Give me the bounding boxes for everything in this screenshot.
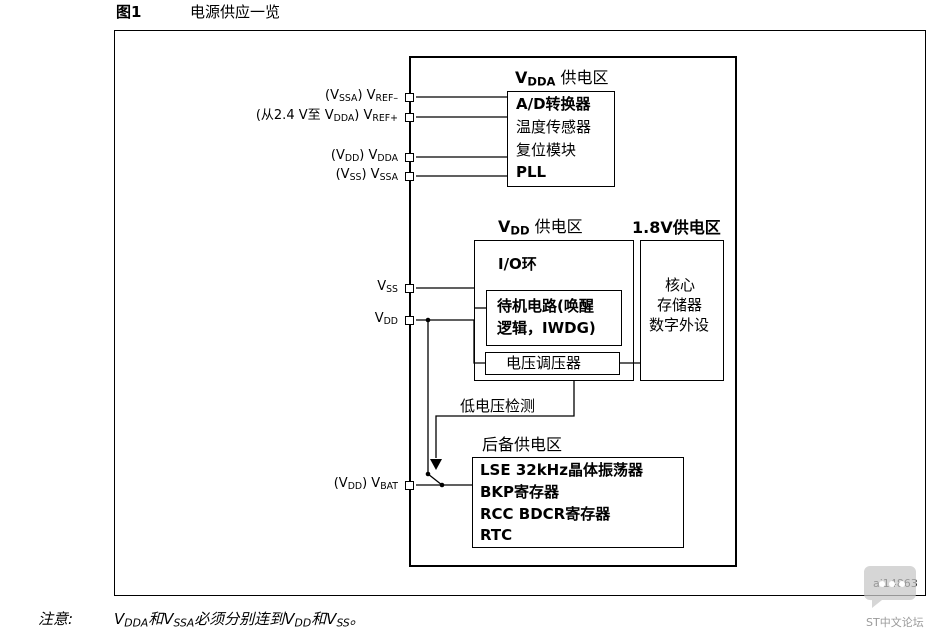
figure-label: 图1	[116, 3, 142, 21]
vdd-domain-box	[474, 240, 634, 381]
forum-logo-icon	[864, 566, 916, 608]
note-text: VDDA和VSSA必须分别连到VDD和VSS。	[114, 610, 365, 630]
v18-core: 核心	[665, 276, 696, 294]
vdda-item-pll: PLL	[516, 163, 547, 181]
backup-item-rtc: RTC	[480, 526, 513, 544]
v18-domain-box	[640, 240, 724, 381]
chip-outline	[409, 56, 737, 567]
watermark-text: ST中文论坛	[866, 616, 924, 629]
switch-contact-a	[425, 471, 431, 477]
label-vref-plus: (从2.4 V至 VDDA) VREF+	[255, 108, 398, 125]
v18-domain-title: 1.8V供电区	[632, 218, 721, 237]
backup-item-lse: LSE 32kHz晶体振荡器	[480, 461, 643, 479]
label-vbat: (VDD) VBAT	[333, 476, 398, 493]
pin-vbat	[405, 481, 414, 490]
switch-contact-b	[439, 482, 445, 488]
switch-lever	[427, 473, 443, 486]
vdda-item-temp: 温度传感器	[516, 118, 592, 136]
v18-memory: 存储器	[657, 296, 703, 314]
v18-peripherals: 数字外设	[649, 316, 710, 334]
regulator-label: 电压调压器	[506, 354, 582, 372]
standby-box	[486, 290, 622, 346]
vdda-item-reset: 复位模块	[516, 141, 577, 159]
vdda-item-adc: A/D转换器	[516, 95, 591, 113]
figure-title: 电源供应一览	[190, 3, 281, 21]
standby-line1: 待机电路(唤醒	[497, 297, 594, 315]
note-label: 注意:	[38, 610, 74, 628]
pin-vss	[405, 284, 414, 293]
pin-vref-plus	[405, 113, 414, 122]
label-vdda: (VDD) VDDA	[330, 148, 398, 165]
vdda-domain-title: VDDA 供电区	[515, 68, 609, 89]
pin-vref-minus	[405, 93, 414, 102]
backup-item-bkp: BKP寄存器	[480, 483, 560, 501]
regulator-box	[485, 352, 620, 375]
io-ring-label: I/O环	[498, 255, 537, 273]
junction-dot	[425, 317, 431, 323]
pin-vdd	[405, 316, 414, 325]
pin-vdda	[405, 153, 414, 162]
pvd-arrow	[430, 459, 442, 470]
figure-frame	[114, 30, 926, 596]
backup-domain-title: 后备供电区	[482, 435, 563, 454]
wire-pvd	[435, 380, 575, 458]
standby-line2: 逻辑，IWDG)	[497, 319, 596, 337]
pin-vssa	[405, 172, 414, 181]
label-vdd: VDD	[374, 311, 398, 328]
pvd-label: 低电压检测	[460, 397, 536, 415]
backup-domain-box	[472, 457, 684, 548]
label-vss: VSS	[377, 279, 398, 296]
vdd-domain-title: VDD 供电区	[498, 217, 583, 238]
vdda-domain-box	[507, 91, 615, 187]
label-vref-minus: (VSSA) VREF–	[325, 88, 398, 105]
label-vssa: (VSS) VSSA	[335, 167, 398, 184]
backup-item-rcc: RCC BDCR寄存器	[480, 505, 611, 523]
